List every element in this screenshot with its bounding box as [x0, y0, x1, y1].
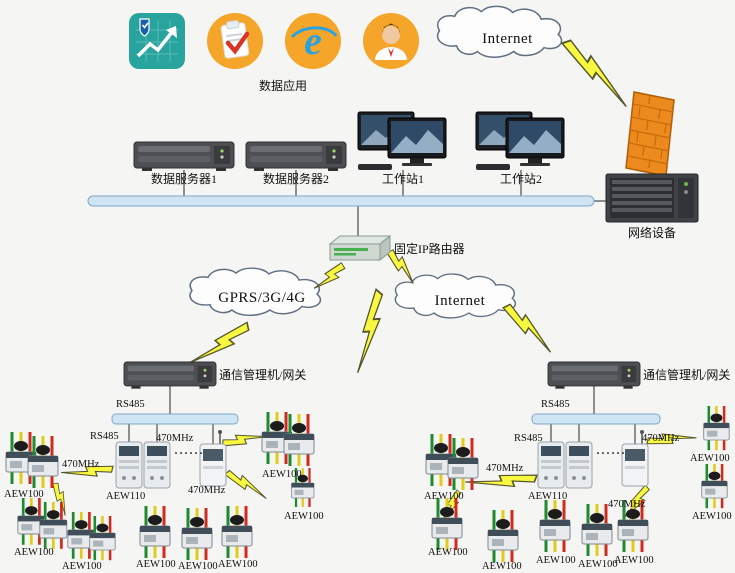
workstation-2-label: 工作站2	[499, 172, 542, 186]
aew100-label: AEW100	[136, 559, 176, 570]
aew100-label: AEW100	[62, 561, 102, 572]
fixed-ip-router-graphic	[329, 235, 391, 261]
ie-browser-icon: e	[284, 12, 342, 70]
aew100-label: AEW100	[692, 511, 732, 522]
aew100-meter	[138, 504, 172, 560]
aew100-label: AEW100	[4, 489, 44, 500]
aew100-meter	[446, 436, 480, 492]
internet-top-label: Internet	[482, 31, 533, 47]
gateway-right-graphic	[547, 361, 641, 390]
aew100-meter	[486, 508, 520, 564]
aew100-meter	[700, 462, 729, 510]
user-app-icon	[362, 12, 420, 70]
ellipsis-label: ······	[174, 446, 205, 460]
data-apps-caption: 数据应用	[258, 79, 307, 93]
aew100-meter	[282, 412, 316, 468]
data-server-1-graphic	[133, 141, 235, 172]
aew110-meter	[565, 441, 593, 489]
workstation-2-graphic	[475, 111, 565, 171]
rs485-label: RS485	[541, 399, 570, 410]
connector-lines	[128, 170, 636, 444]
aew100-label: AEW100	[14, 547, 54, 558]
chart-app-icon	[128, 12, 186, 70]
lightning-internet-firewall	[557, 34, 637, 109]
aew100-meter	[220, 504, 254, 560]
network-device-label: 网络设备	[627, 226, 676, 240]
470mhz-label: 470MHz	[188, 485, 226, 496]
aew100-label: AEW100	[614, 555, 654, 566]
aew110-meter	[115, 441, 143, 489]
470mhz-label: 470MHz	[156, 433, 194, 444]
aew110-label: AEW110	[106, 491, 146, 502]
470mhz-label: 470MHz	[608, 499, 646, 510]
aew100-meter	[580, 502, 614, 558]
aew110-meter	[143, 441, 171, 489]
aew100-label: AEW100	[284, 511, 324, 522]
data-server-2-graphic	[245, 141, 347, 172]
gprs-cloud-label: GPRS/3G/4G	[218, 290, 306, 306]
470mhz-label: 470MHz	[486, 463, 524, 474]
clipboard-app-icon	[206, 12, 264, 70]
aew100-label: AEW100	[218, 559, 258, 570]
rs485-bus-left	[111, 413, 239, 425]
aew100-label: AEW100	[690, 453, 730, 464]
data-server-1-label: 数据服务器1	[150, 172, 217, 186]
router-label: 固定IP路由器	[394, 242, 465, 256]
gateway-left-label: 通信管理机/网关	[219, 368, 307, 382]
aew100-label: AEW100	[262, 469, 302, 480]
rs485-label: RS485	[514, 433, 543, 444]
aew100-meter	[702, 404, 731, 452]
aew100-meter	[538, 498, 572, 554]
470mhz-label: 470MHz	[642, 433, 680, 444]
ellipsis-label: ······	[596, 446, 627, 460]
rs485-bus-right	[531, 413, 661, 425]
aew100-label: AEW100	[424, 491, 464, 502]
rs485-label: RS485	[116, 399, 145, 410]
aew100-meter	[88, 514, 117, 562]
aew100-meter	[180, 506, 214, 562]
data-server-2-label: 数据服务器2	[262, 172, 329, 186]
aew100-label: AEW100	[536, 555, 576, 566]
gateway-left-graphic	[123, 361, 217, 390]
workstation-1-graphic	[357, 111, 447, 171]
aew100-meter	[38, 500, 69, 551]
aew110-meter	[537, 441, 565, 489]
470mhz-label: 470MHz	[62, 459, 100, 470]
internet-lower-label: Internet	[434, 293, 486, 309]
aew100-label: AEW100	[578, 559, 618, 570]
lightning-470mhz	[220, 426, 269, 451]
aew100-label: AEW100	[428, 547, 468, 558]
aew100-label: AEW100	[178, 561, 218, 572]
main-lan-bus	[87, 195, 595, 207]
firewall-graphic	[625, 91, 675, 177]
aew100-label: AEW100	[482, 561, 522, 572]
lightning-center	[354, 287, 386, 376]
network-device-graphic	[605, 173, 699, 223]
aew110-label: AEW110	[528, 491, 568, 502]
gateway-right-label: 通信管理机/网关	[643, 368, 731, 382]
workstation-1-label: 工作站1	[381, 172, 424, 186]
ie-letter: e	[304, 18, 322, 63]
aew100-meter	[26, 434, 60, 490]
rs485-label: RS485	[90, 431, 119, 442]
aew100-meter	[430, 496, 464, 552]
